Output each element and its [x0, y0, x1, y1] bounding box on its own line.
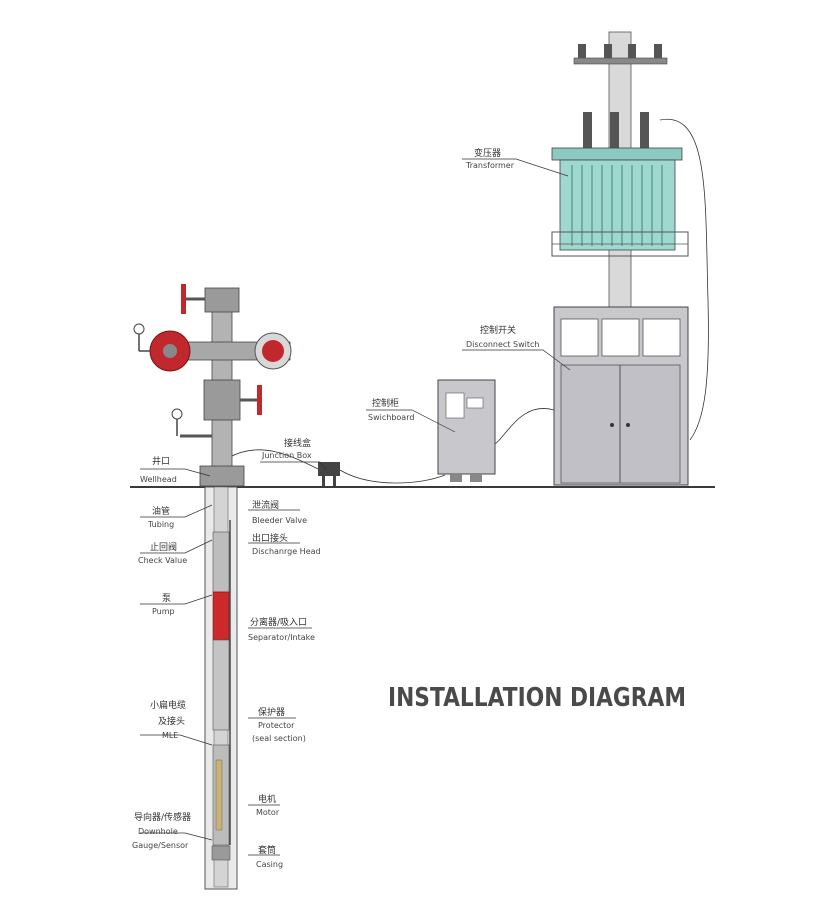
transformer-label-en: Transformer [465, 161, 515, 170]
discharge-label-en: Dischanrge Head [252, 547, 321, 556]
pump-label-cn: 泵 [162, 593, 171, 604]
gauge-label-cn: 导向器/传感器 [134, 811, 191, 823]
junction-cable [227, 449, 321, 471]
mle-label-cn1: 小扁电缆 [150, 699, 186, 711]
protector-label-en1: Protector [258, 721, 295, 730]
gauge-label-en2: Gauge/Sensor [132, 841, 189, 850]
leader-lines [140, 158, 571, 856]
pressure-gauge-icon-lower [171, 408, 183, 436]
disconnect-label-en: Disconnect Switch [466, 340, 539, 349]
pressure-gauge-icon [133, 323, 150, 352]
surface-cable [339, 469, 446, 484]
protector-label-en2: (seal section) [252, 734, 306, 743]
separator-label-en: Separator/Intake [248, 633, 315, 642]
switchboard-label-cn: 控制柜 [372, 397, 399, 409]
switchboard-label-en: Swichboard [368, 413, 414, 422]
disconnect-label-cn: 控制开关 [480, 324, 516, 336]
transformer-label-cn: 变压器 [474, 147, 501, 159]
valve-handwheel-lower [240, 385, 262, 415]
junction-label-en: Junction Box [261, 451, 312, 460]
tubing-label-cn: 油管 [152, 505, 170, 517]
gauge-label-en1: Downhole [138, 827, 178, 836]
bleeder-label-en: Bleeder Valve [252, 516, 307, 525]
wellhead-label-en: Wellhead [140, 475, 177, 484]
valve-handwheel-left [149, 330, 191, 372]
transformer [551, 112, 689, 257]
wellhead-label-cn: 井口 [152, 455, 170, 467]
check-label-cn: 止回阀 [150, 541, 177, 553]
disconnect-cable [492, 408, 555, 446]
bleeder-label-cn: 泄流阀 [252, 499, 279, 511]
motor-label-en: Motor [256, 808, 280, 817]
transformer-cable [659, 118, 709, 441]
casing-label-en: Casing [256, 860, 283, 869]
motor-label-cn: 电机 [258, 793, 276, 805]
diagram-title: INSTALLATION DIAGRAM [388, 683, 686, 713]
valve-handwheel-right [254, 332, 292, 370]
mle-label-en: MLE [162, 731, 178, 740]
downhole-string [211, 486, 231, 888]
junction-box [318, 462, 340, 486]
switchboard [437, 379, 496, 482]
protector-label-cn: 保护器 [258, 706, 285, 718]
pump-label-en: Pump [152, 607, 175, 616]
check-label-en: Check Value [138, 556, 187, 565]
tubing-label-en: Tubing [147, 520, 174, 529]
discharge-label-cn: 出口接头 [252, 532, 288, 544]
casing-label-cn: 套筒 [258, 844, 276, 856]
disconnect-switch-cabinet [553, 306, 689, 486]
separator-label-cn: 分离器/吸入口 [250, 616, 307, 628]
valve-handwheel-top [181, 284, 205, 314]
junction-label-cn: 接线盒 [284, 437, 311, 449]
mle-label-cn2: 及接头 [158, 715, 185, 727]
